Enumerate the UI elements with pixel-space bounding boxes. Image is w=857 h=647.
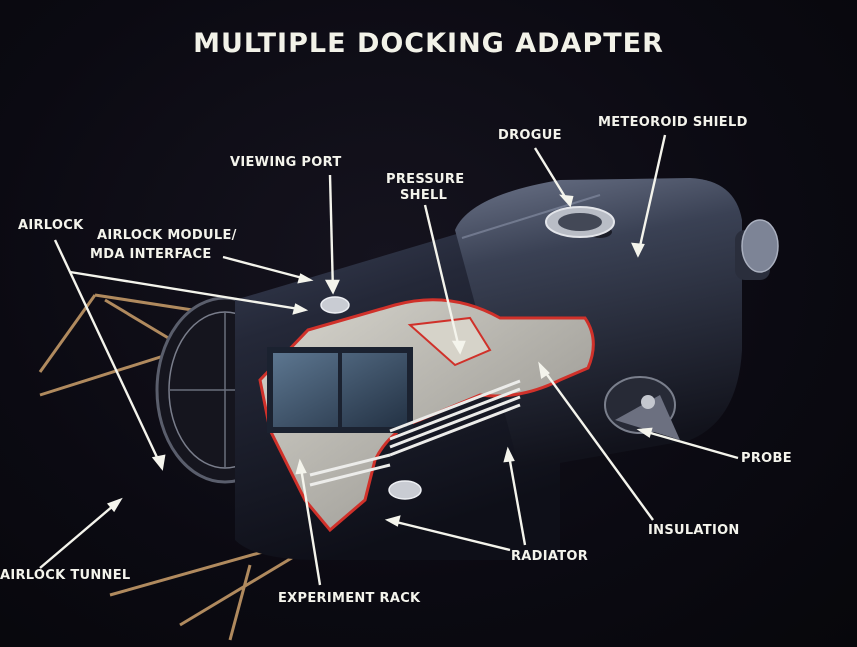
label-airlock-tunnel: AIRLOCK TUNNEL (0, 568, 131, 583)
label-meteoroid-shield: METEOROID SHIELD (598, 115, 748, 130)
label-insulation: INSULATION (648, 523, 740, 538)
label-viewing-port: VIEWING PORT (230, 155, 342, 170)
label-airlock-module-line2: MDA INTERFACE (90, 247, 212, 262)
radiator-fins (309, 379, 521, 487)
label-drogue: DROGUE (498, 128, 562, 143)
pressure-shell-sheet (407, 316, 492, 367)
label-probe: PROBE (741, 451, 792, 466)
forward-docking-port (735, 219, 779, 280)
label-radiator: RADIATOR (511, 549, 589, 564)
label-experiment-rack: EXPERIMENT RACK (278, 591, 421, 606)
label-pressure-shell-line1: PRESSURE (386, 172, 465, 187)
diagram-title: MULTIPLE DOCKING ADAPTER (193, 28, 664, 59)
lower-port-shape (388, 480, 422, 500)
viewing-port-shape (320, 296, 350, 314)
label-pressure-shell-line2: SHELL (400, 188, 448, 203)
label-airlock: AIRLOCK (18, 218, 84, 233)
label-airlock-module-line1: AIRLOCK MODULE/ (97, 228, 237, 243)
leader-arrows (39, 134, 739, 586)
probe-assembly (604, 376, 680, 440)
